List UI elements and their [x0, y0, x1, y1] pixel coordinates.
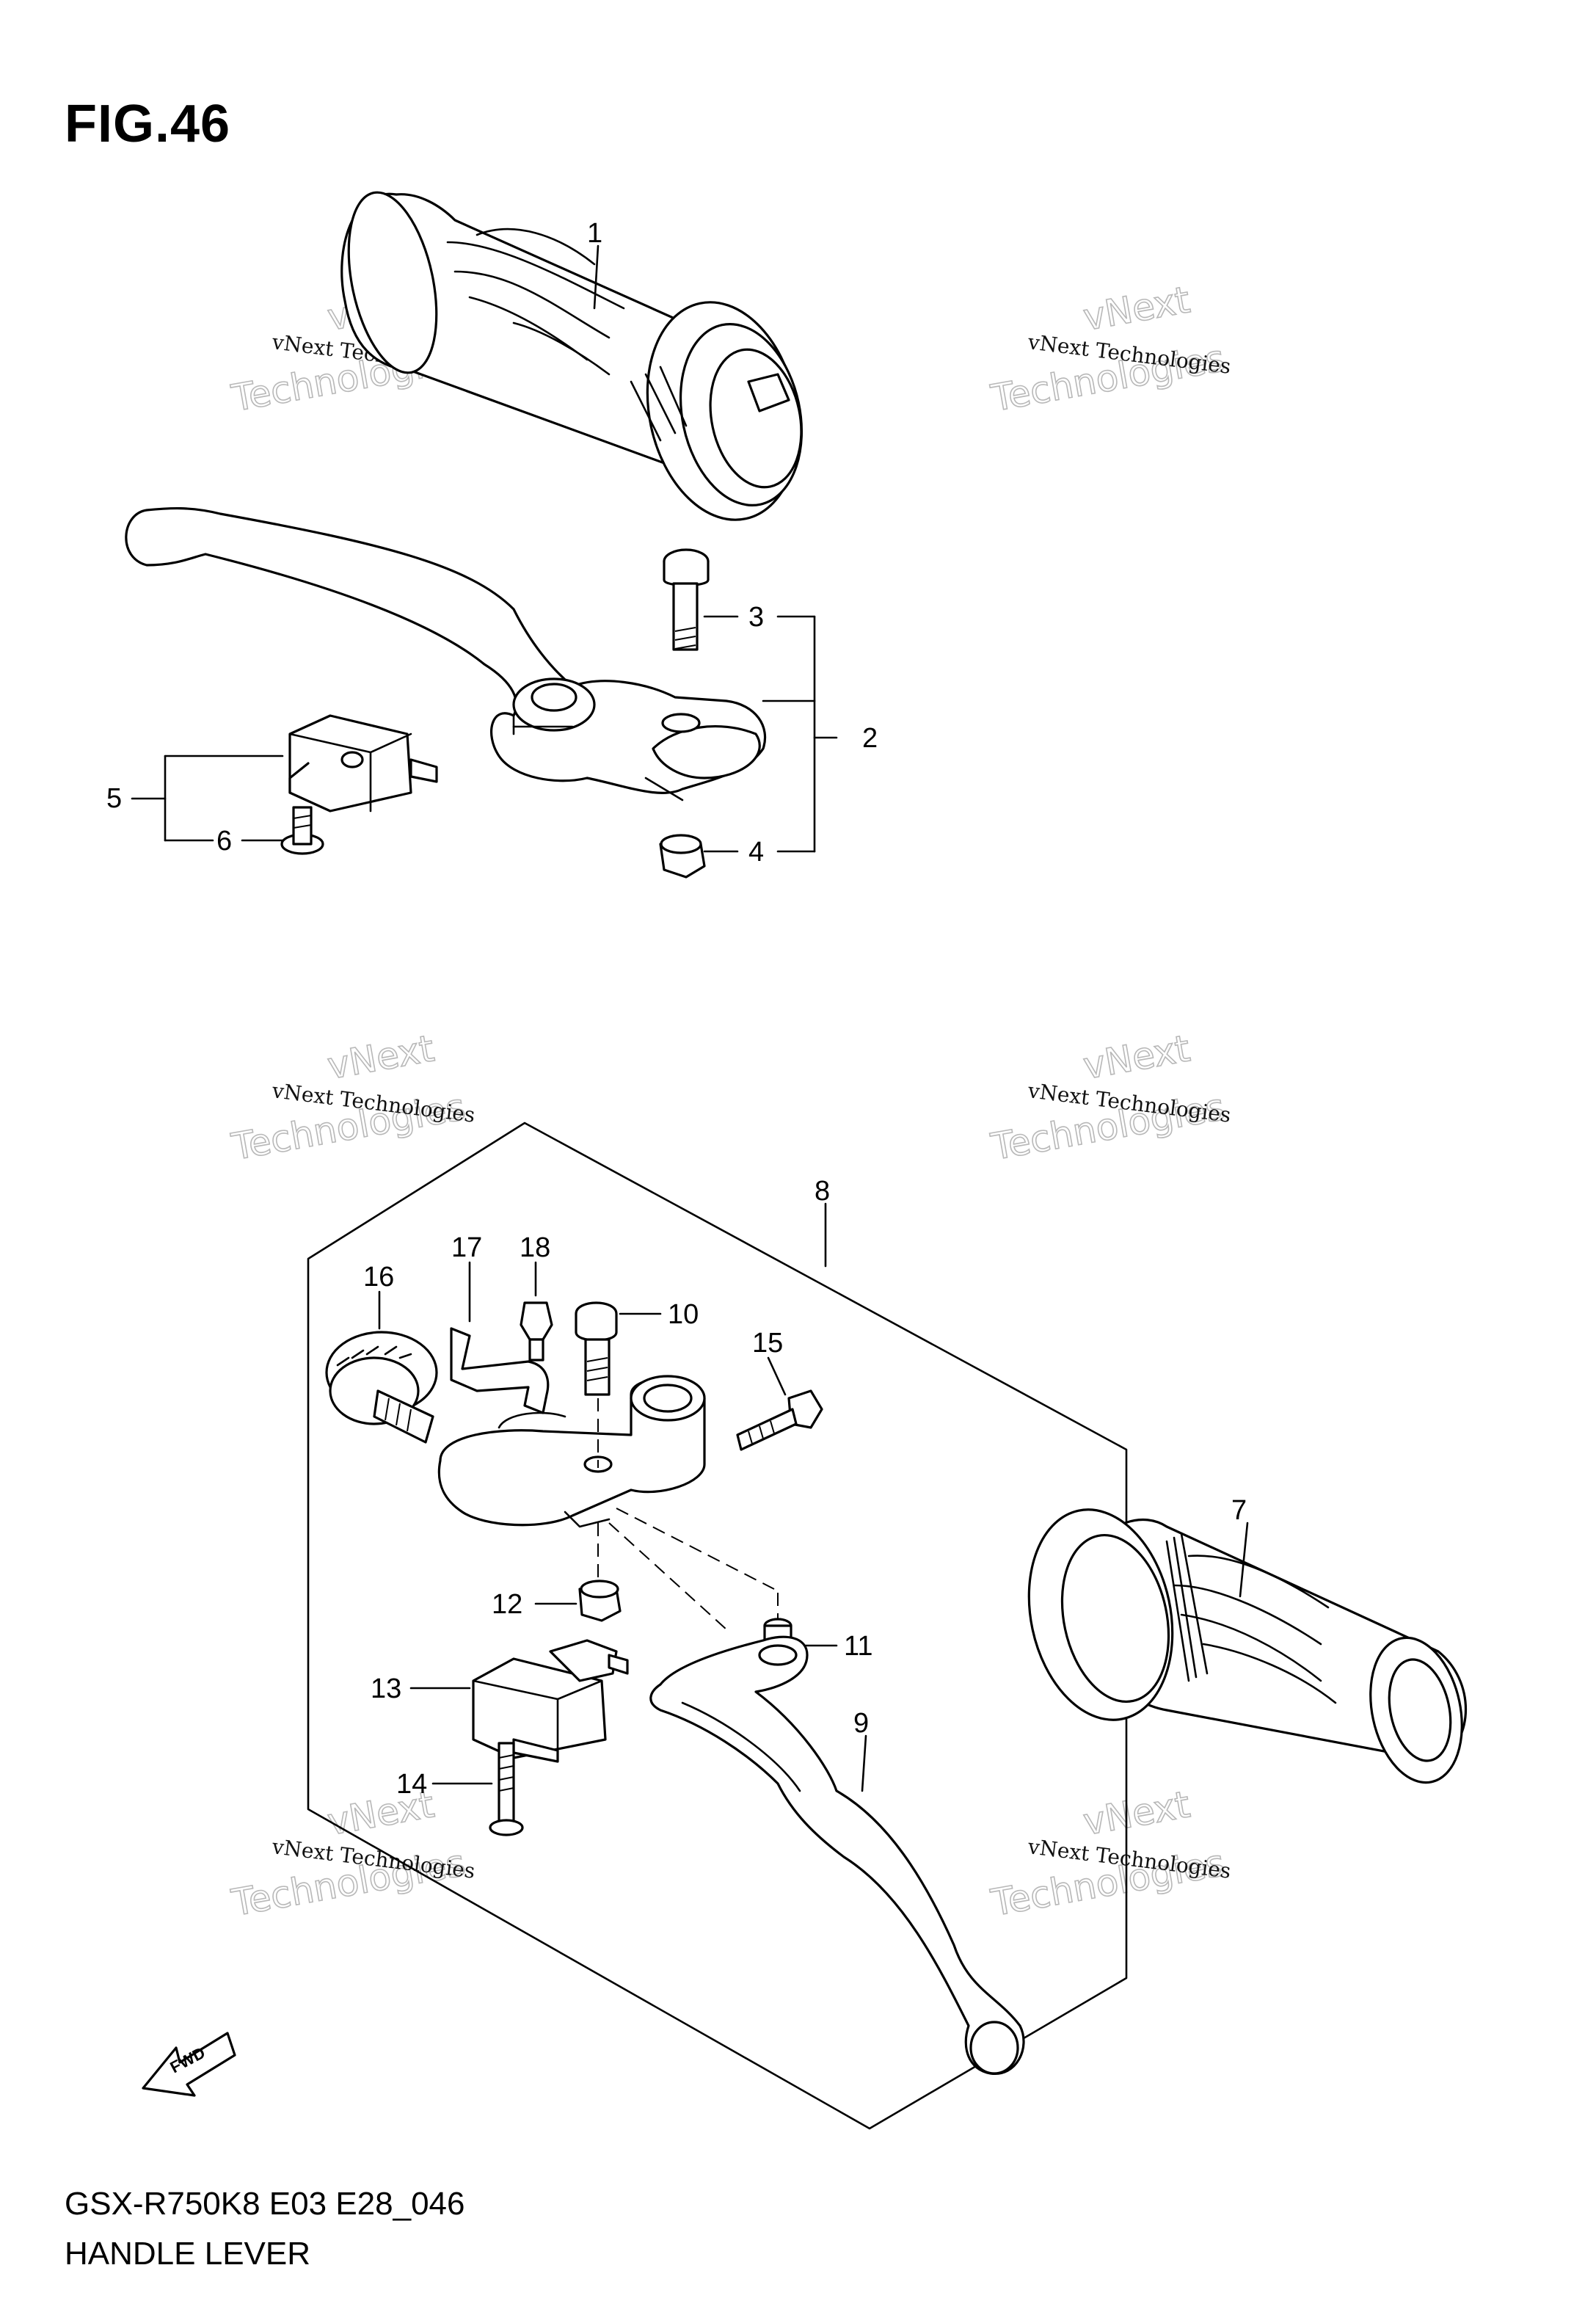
- leaders-2-3-4: [703, 615, 838, 853]
- part-6-screw: [280, 806, 324, 855]
- part-1-throttle-grip: [340, 191, 804, 521]
- callout-11: 11: [844, 1631, 872, 1662]
- part-7-left-grip: [1027, 1508, 1467, 1784]
- callout-9: 9: [853, 1708, 869, 1739]
- callout-7: 7: [1231, 1495, 1247, 1526]
- leader-1: [593, 244, 600, 310]
- part-17-spring-plate: [450, 1327, 550, 1414]
- callout-10: 10: [668, 1299, 699, 1330]
- watermark-bottom-left: vNext Technologies vNext Technologies: [227, 1783, 476, 1925]
- leader-9: [861, 1734, 867, 1792]
- callout-17: 17: [451, 1232, 482, 1263]
- svg-text:vNext: vNext: [1080, 278, 1193, 338]
- part-5-brake-light-switch: [288, 714, 438, 813]
- callout-3: 3: [748, 602, 764, 633]
- part-9-clutch-lever: [649, 1635, 1025, 2075]
- watermark-bottom-right: vNext Technologies vNext Technologies: [987, 1783, 1232, 1925]
- svg-text:vNext: vNext: [1080, 1783, 1193, 1843]
- watermark-mid-right: vNext Technologies vNext Technologies: [987, 1027, 1232, 1169]
- callout-5: 5: [106, 783, 122, 814]
- fwd-arrow-icon: FWD: [142, 2032, 236, 2097]
- part-2-brake-lever: [125, 506, 767, 801]
- leader-7: [1239, 1522, 1249, 1598]
- callout-8: 8: [815, 1176, 830, 1207]
- part-3-pivot-bolt: [663, 548, 710, 651]
- part-13-clutch-switch: [472, 1639, 629, 1763]
- diagram-name: HANDLE LEVER: [65, 2236, 311, 2272]
- callout-4: 4: [748, 837, 764, 868]
- callout-6: 6: [216, 826, 232, 857]
- callout-1: 1: [587, 218, 602, 249]
- part-12-nut: [578, 1579, 622, 1622]
- callout-18: 18: [520, 1232, 550, 1263]
- part-10-pivot-bolt: [575, 1301, 618, 1396]
- watermark-mid-left: vNext Technologies vNext Technologies: [227, 1027, 476, 1169]
- part-4-nut: [659, 713, 706, 879]
- callout-2: 2: [862, 723, 878, 754]
- watermark-top-right: vNext Technologies vNext Technologies: [987, 278, 1232, 421]
- part-18-pin: [520, 1301, 553, 1362]
- clutch-lever-holder: [437, 1375, 706, 1528]
- callout-14: 14: [396, 1769, 427, 1800]
- callout-13: 13: [371, 1673, 401, 1704]
- assembly-8-boundary: [307, 1122, 1128, 2130]
- leader-15: [767, 1356, 787, 1396]
- part-16-adjuster: [325, 1331, 438, 1444]
- figure-title: FIG.46: [65, 95, 231, 153]
- callout-15: 15: [752, 1328, 783, 1359]
- part-15-bolt: [736, 1389, 823, 1451]
- assembly-guide-lines: [597, 1398, 779, 1630]
- svg-text:vNext: vNext: [324, 1027, 437, 1087]
- callout-16: 16: [363, 1262, 394, 1293]
- model-code: GSX-R750K8 E03 E28_046: [65, 2186, 465, 2222]
- callout-12: 12: [492, 1589, 522, 1620]
- part-14-screw: [489, 1742, 524, 1836]
- svg-text:vNext: vNext: [1080, 1027, 1193, 1087]
- leaders-5-6: [131, 755, 284, 842]
